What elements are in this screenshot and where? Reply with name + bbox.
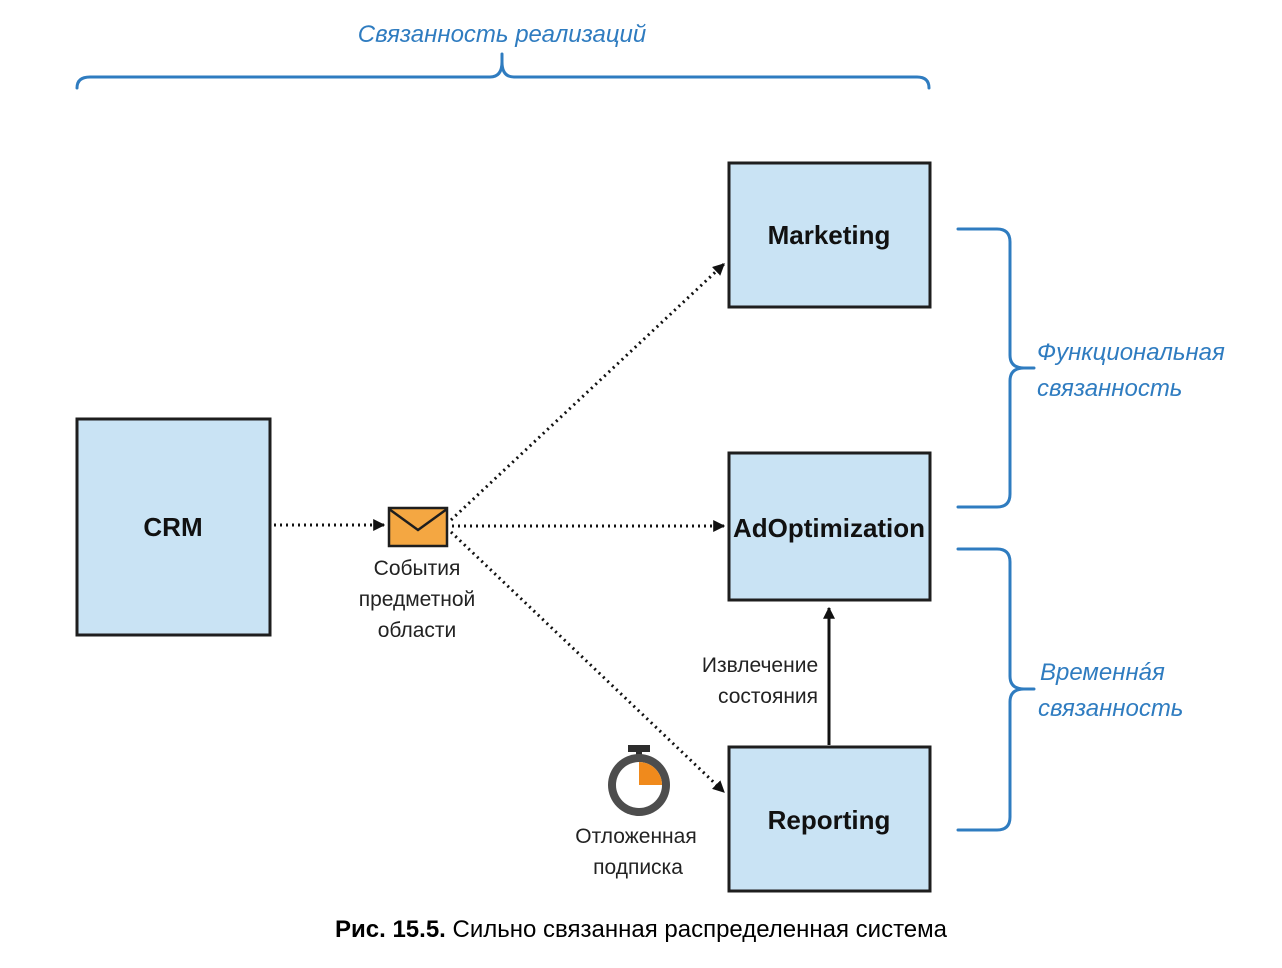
temporal-coupling-brace [956,547,1036,832]
state-fetch-line1: Извлечение [702,654,818,677]
events-to-marketing-arrow [449,262,726,522]
caption-number: Рис. 15.5. [335,916,446,943]
marketing-label: Marketing [768,220,891,250]
functional-coupling-line2: связанность [1037,375,1182,402]
caption-text: Сильно связанная распределенная система [445,916,947,943]
functional-coupling-brace [956,227,1036,509]
functional-coupling-line1: Функциональная [1037,339,1225,366]
deferred-note-line2: подписка [593,856,683,879]
events-note-line1: События [374,557,461,580]
events-note-line2: предметной [359,588,476,611]
crm-label: CRM [143,512,202,542]
implementation-coupling-label: Связанность реализаций [358,21,646,48]
crm-box [75,417,272,637]
reporting-label: Reporting [768,805,891,835]
envelope-icon [387,506,449,548]
diagram-canvas: Связанность реализаций CRM Marketing AdO… [75,21,1225,893]
top-brace [75,52,931,90]
state-fetch-line2: состояния [718,685,818,708]
figure-caption: Рис. 15.5. Сильно связанная распределенн… [0,916,1282,944]
adoptimization-box [727,451,932,602]
marketing-box [727,161,932,309]
events-note-line3: области [378,619,457,642]
adoptimization-label: AdOptimization [733,513,925,543]
temporal-coupling-line1: Временнáя [1040,659,1165,686]
stopwatch-icon [608,745,670,816]
reporting-box [727,745,932,893]
events-to-reporting-arrow [449,530,726,794]
deferred-note-line1: Отложенная [575,825,696,848]
temporal-coupling-line2: связанность [1038,695,1183,722]
